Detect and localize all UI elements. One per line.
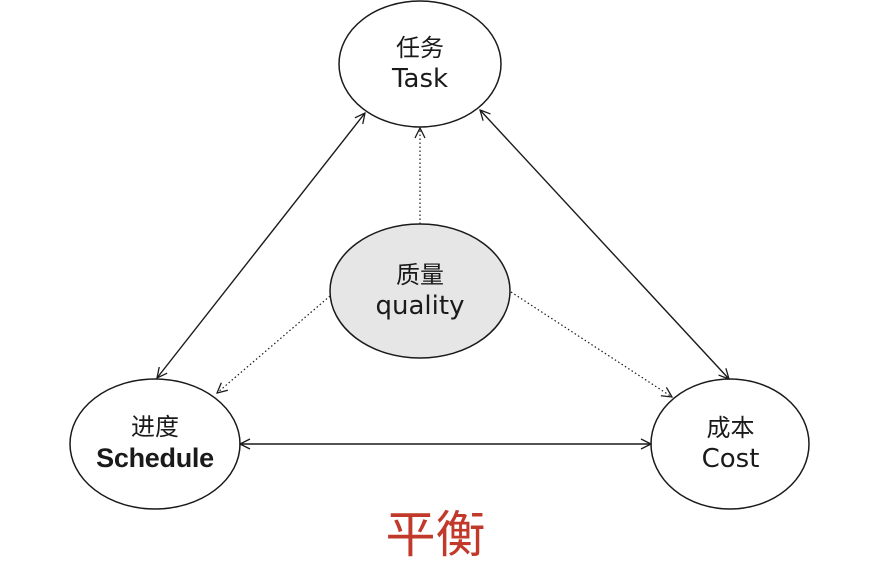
node-cost: 成本 Cost — [651, 378, 810, 510]
arrow-task-schedule — [157, 113, 365, 378]
schedule-label-zh: 进度 — [131, 413, 179, 442]
balance-caption: 平衡 — [385, 506, 486, 564]
task-label-en: Task — [391, 63, 449, 94]
node-schedule: 进度 Schedule — [69, 378, 241, 510]
task-label-zh: 任务 — [396, 33, 444, 62]
schedule-label-en: Schedule — [96, 443, 214, 474]
quality-label-zh: 质量 — [396, 260, 444, 289]
quality-label-en: quality — [375, 290, 465, 321]
cost-label-en: Cost — [701, 443, 760, 474]
node-quality: 质量 quality — [329, 223, 511, 359]
arrow-task-cost — [480, 110, 729, 379]
node-task: 任务 Task — [338, 0, 502, 128]
dotted-arrow-quality-cost — [510, 291, 672, 397]
cost-label-zh: 成本 — [706, 413, 755, 442]
dotted-arrow-quality-schedule — [217, 295, 331, 393]
